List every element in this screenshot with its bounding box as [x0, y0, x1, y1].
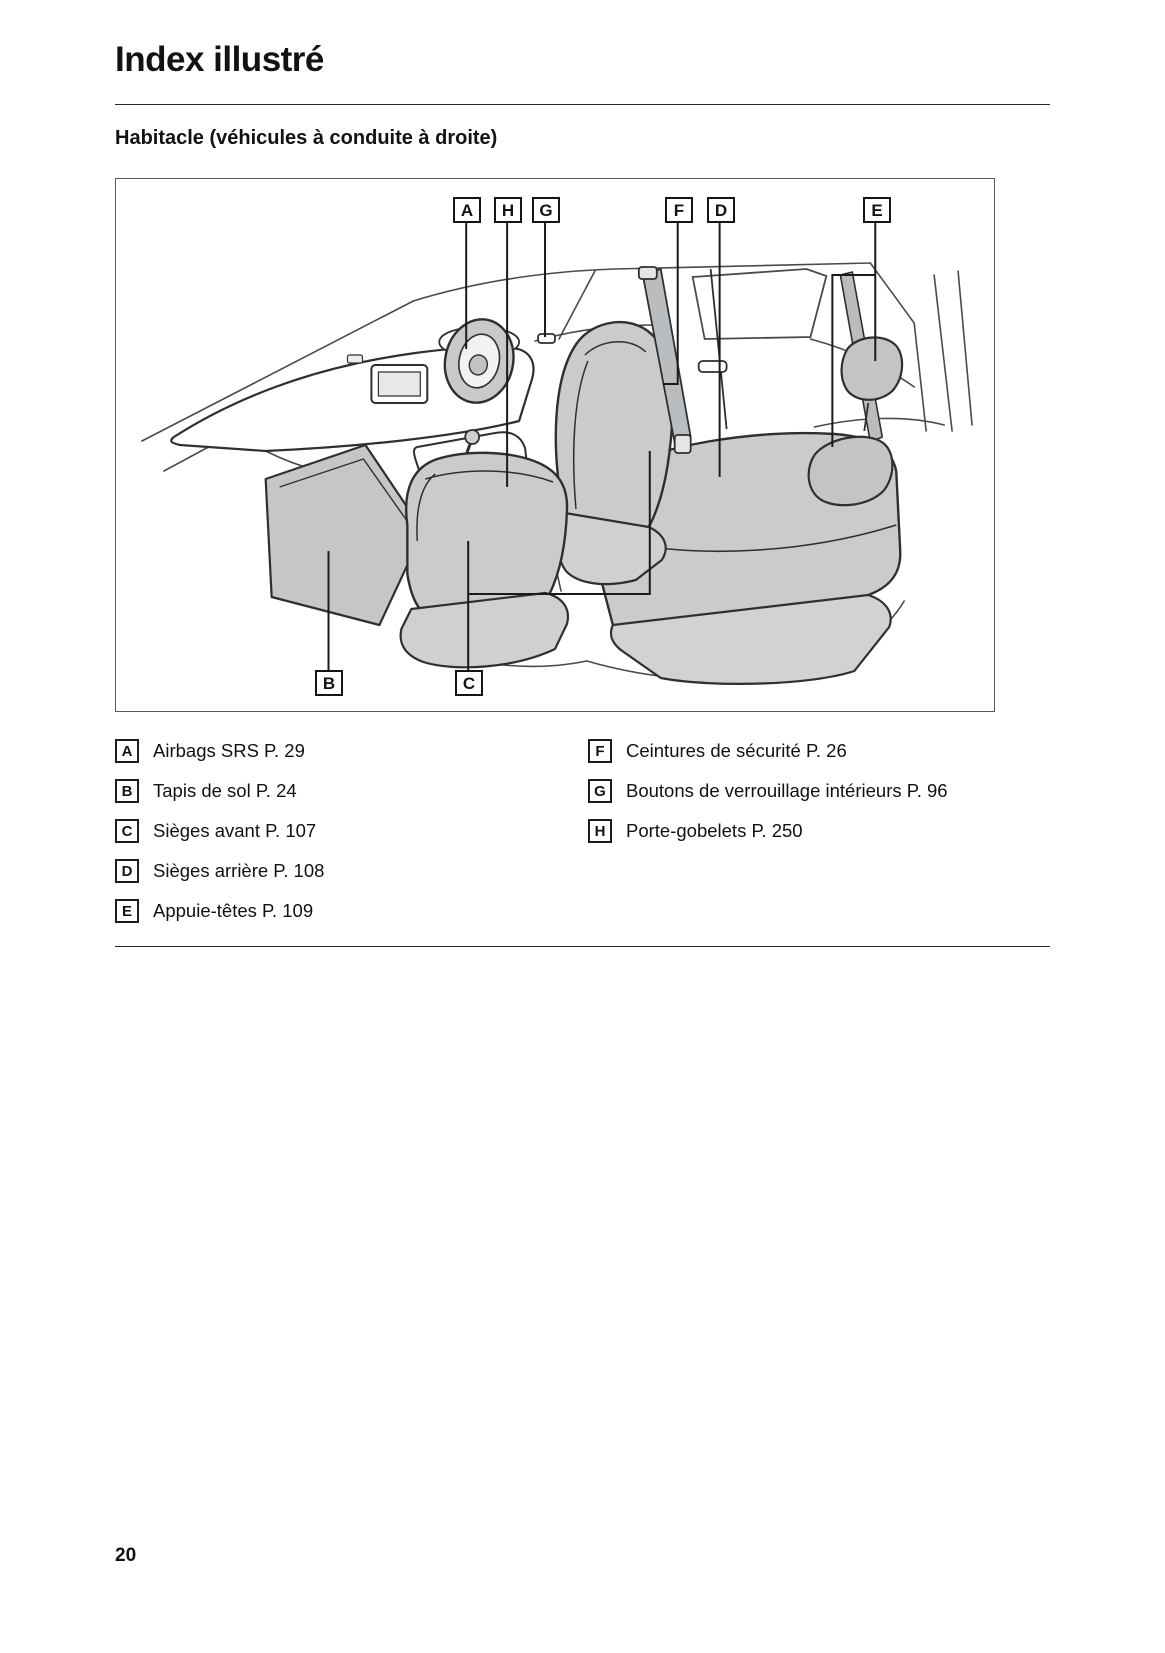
legend-key-D: D: [115, 859, 139, 883]
legend-item-rear-seats: D Sièges arrière P. 108: [115, 858, 588, 883]
legend-label-headrests: Appuie-têtes P. 109: [153, 900, 314, 921]
section-title: Habitacle (véhicules à conduite à droite…: [115, 127, 498, 149]
legend-column-left: A Airbags SRS P. 29 B Tapis de sol P. 24…: [115, 738, 588, 938]
legend-label-rear-seats: Sièges arrière P. 108: [153, 860, 325, 881]
callout-A: A: [453, 197, 481, 223]
legend-item-cup-holders: H Porte-gobelets P. 250: [588, 818, 1050, 843]
legend-label-cup-holders: Porte-gobelets P. 250: [626, 820, 803, 841]
rear-quarter-window: [691, 268, 828, 340]
legend-item-lock-buttons: G Boutons de verrouillage intérieurs P. …: [588, 778, 1050, 803]
legend-label-front-seats: Sièges avant P. 107: [153, 820, 317, 841]
steering-wheel: [443, 318, 515, 404]
legend-item-headrests: E Appuie-têtes P. 109: [115, 898, 588, 923]
callout-F: F: [665, 197, 693, 223]
interior-diagram-figure: A H G F D E B C: [115, 178, 995, 712]
legend-item-floor-mats: B Tapis de sol P. 24: [115, 778, 588, 803]
page-number: 20: [115, 1545, 137, 1566]
legend-label-seat-belts: Ceintures de sécurité P. 26: [626, 740, 847, 761]
legend-column-right: F Ceintures de sécurité P. 26 G Boutons …: [588, 738, 1050, 938]
legend-label-floor-mats: Tapis de sol P. 24: [153, 780, 297, 801]
callout-B: B: [315, 670, 343, 696]
section-end-divider: [115, 946, 1050, 947]
rear-headrests: [807, 336, 904, 507]
callout-E: E: [863, 197, 891, 223]
legend-key-H: H: [588, 819, 612, 843]
floor-mat: [264, 443, 425, 627]
legend-key-F: F: [588, 739, 612, 763]
title-divider: [115, 104, 1050, 105]
driver-seat: [554, 320, 675, 586]
legend-item-seat-belts: F Ceintures de sécurité P. 26: [588, 738, 1050, 763]
front-seat-belt: [637, 266, 728, 454]
legend-label-airbags: Airbags SRS P. 29: [153, 740, 305, 761]
legend-key-G: G: [588, 779, 612, 803]
legend-key-C: C: [115, 819, 139, 843]
callout-C: C: [455, 670, 483, 696]
legend-key-B: B: [115, 779, 139, 803]
callout-H: H: [494, 197, 522, 223]
door-lock-knob: [537, 333, 556, 344]
legend-key-E: E: [115, 899, 139, 923]
passenger-seat: [399, 451, 570, 669]
legend-key-A: A: [115, 739, 139, 763]
legend-item-front-seats: C Sièges avant P. 107: [115, 818, 588, 843]
callout-leader-lines: [327, 219, 877, 671]
callout-D: D: [707, 197, 735, 223]
callout-G: G: [532, 197, 560, 223]
legend-item-airbags: A Airbags SRS P. 29: [115, 738, 588, 763]
car-interior-illustration: [141, 219, 973, 685]
rear-door-handle: [697, 360, 728, 373]
legend: A Airbags SRS P. 29 B Tapis de sol P. 24…: [115, 738, 1050, 938]
page-content: Index illustré Habitacle (véhicules à co…: [115, 40, 1050, 947]
legend-label-lock-buttons: Boutons de verrouillage intérieurs P. 96: [626, 780, 948, 801]
page-title: Index illustré: [115, 40, 324, 79]
